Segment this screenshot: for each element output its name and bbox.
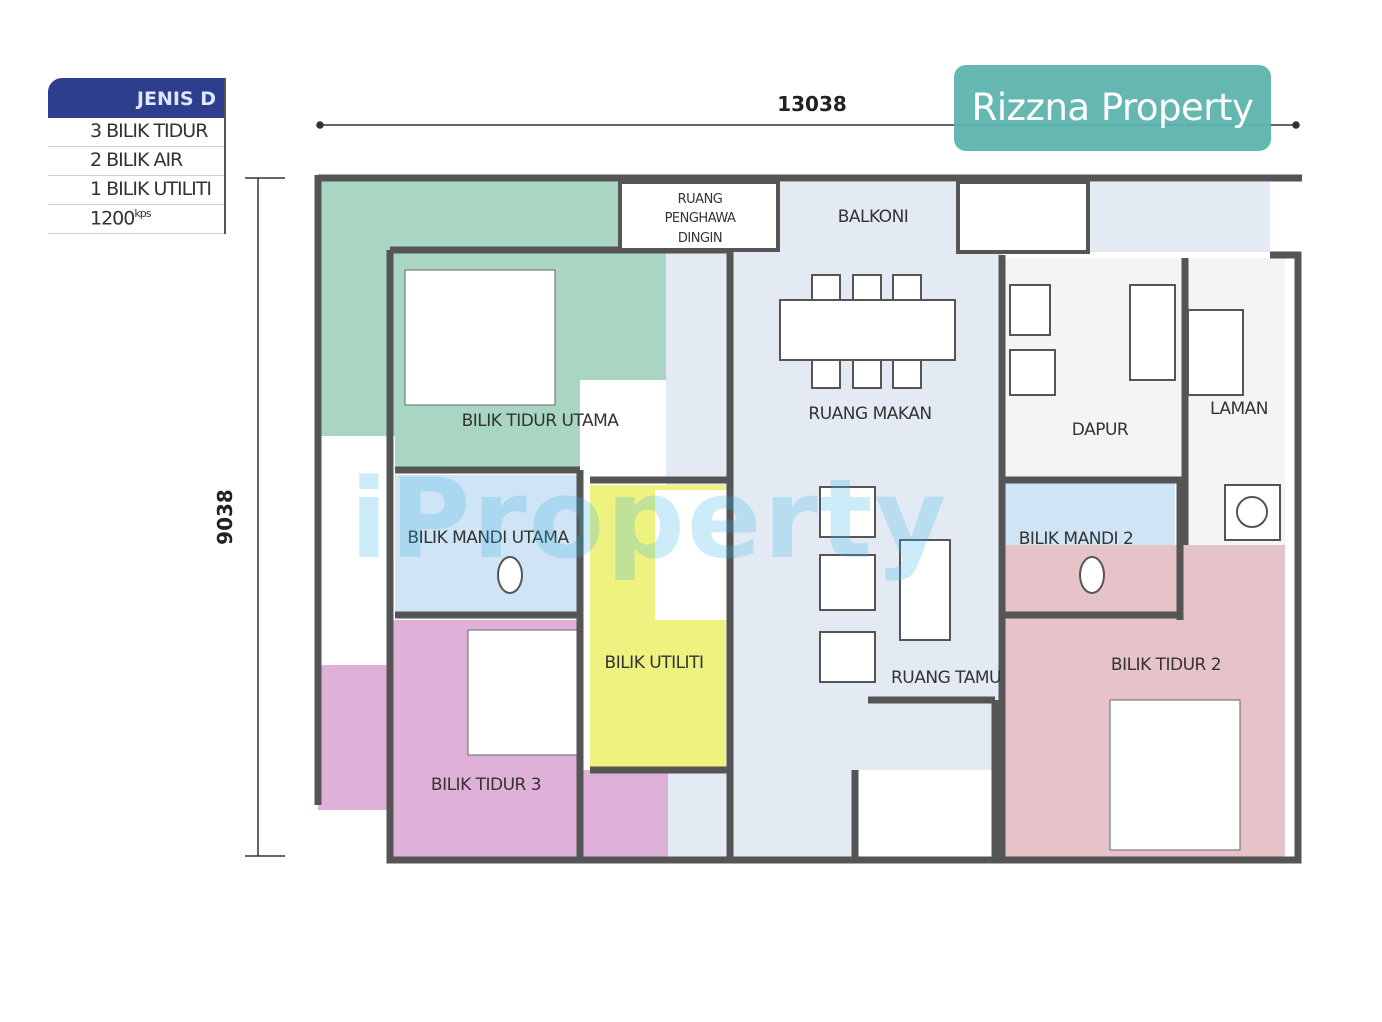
aircond-ledge — [618, 180, 780, 252]
label-master-bedroom: BILIK TIDUR UTAMA — [462, 411, 620, 431]
dining-table-icon — [779, 274, 956, 389]
label-utility: BILIK UTILITI — [605, 653, 704, 673]
balcony — [780, 182, 958, 252]
area-value: 1200 — [90, 207, 135, 230]
master-bathroom — [395, 475, 580, 615]
utility-bed — [655, 490, 730, 620]
label-yard: LAMAN — [1210, 399, 1268, 419]
width-label: 13038 — [777, 92, 847, 116]
sink-icon — [1129, 284, 1176, 381]
area-unit: kps — [134, 207, 151, 220]
label-bath-2: BILIK MANDI 2 — [1019, 529, 1134, 549]
height-dimension — [245, 177, 285, 857]
entrance — [855, 770, 995, 860]
bed-2 — [1109, 699, 1241, 851]
legend-utility: 1 BILIK UTILITI — [48, 176, 224, 205]
label-kitchen: DAPUR — [1072, 420, 1129, 440]
height-label: 9038 — [213, 489, 237, 545]
label-living: RUANG TAMU — [891, 668, 1001, 688]
label-master-bath: BILIK MANDI UTAMA — [407, 528, 569, 548]
sofa-icon — [819, 486, 951, 683]
window-box — [956, 180, 1090, 254]
label-balcony: BALKONI — [838, 207, 909, 227]
stove-icon — [1009, 284, 1056, 396]
bed-3 — [467, 629, 579, 756]
walls — [314, 174, 1302, 864]
legend-bathrooms: 2 BILIK AIR — [48, 147, 224, 176]
watermark-logo: iProperty — [350, 455, 949, 583]
master-bed — [404, 269, 556, 406]
legend-area: 1200kps — [48, 205, 224, 234]
brand-label: Rizzna Property — [954, 65, 1271, 151]
label-aircond-2: PENGHAWA — [665, 211, 736, 226]
label-aircond-1: RUANG — [678, 192, 723, 207]
legend-title: JENIS D — [48, 78, 224, 118]
bedroom-3-door-area — [580, 770, 668, 860]
label-bedroom-2: BILIK TIDUR 2 — [1111, 655, 1221, 675]
bedroom-3-bay — [318, 665, 390, 810]
label-bedroom-3: BILIK TIDUR 3 — [431, 775, 541, 795]
legend-bedrooms: 3 BILIK TIDUR — [48, 118, 224, 147]
unit-type-legend: JENIS D 3 BILIK TIDUR 2 BILIK AIR 1 BILI… — [48, 78, 226, 234]
washing-machine-icon — [1224, 484, 1281, 541]
toilet-icons — [497, 556, 1105, 594]
label-aircond-3: DINGIN — [678, 231, 722, 246]
label-dining: RUANG MAKAN — [808, 404, 931, 424]
balcony-2 — [1090, 182, 1270, 252]
stairs-icon — [1187, 309, 1244, 396]
